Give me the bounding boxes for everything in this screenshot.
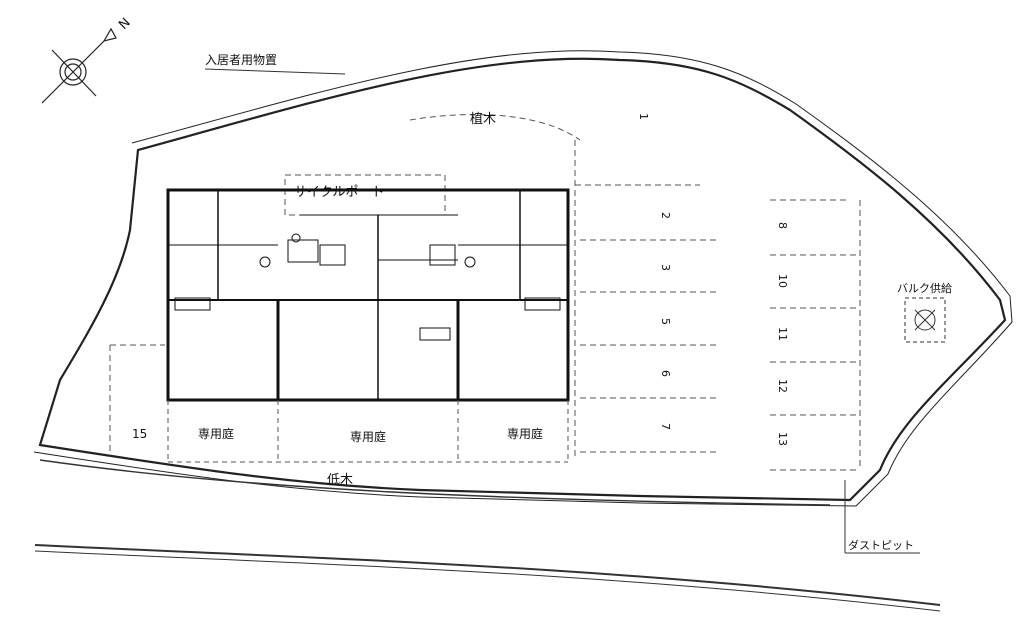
parking-space-3: 3 bbox=[659, 264, 672, 271]
garden-dividers bbox=[167, 400, 569, 463]
parking-space-1: 1 bbox=[637, 113, 650, 120]
private-garden-label-2: 専用庭 bbox=[350, 429, 386, 444]
private-garden-label-1: 専用庭 bbox=[198, 426, 234, 441]
parking-space-15: 15 bbox=[132, 427, 147, 441]
planting-label: 植木 bbox=[470, 112, 496, 127]
resident-storage-leader bbox=[204, 68, 346, 75]
bulk-supply-label: バルク供給 bbox=[897, 281, 952, 295]
parking-space-2: 2 bbox=[659, 212, 672, 219]
low-trees-label: 低木 bbox=[327, 473, 353, 488]
internal-dashed-lines bbox=[109, 114, 861, 471]
parking-space-8: 8 bbox=[776, 222, 789, 229]
parking-space-7: 7 bbox=[659, 423, 672, 430]
dust-pit-label: ダストピット bbox=[848, 538, 914, 552]
building bbox=[166, 188, 570, 402]
road-lines bbox=[34, 459, 941, 612]
site-boundary bbox=[33, 50, 1013, 507]
bulk-supply-box bbox=[904, 297, 946, 343]
north-label: N bbox=[116, 15, 133, 32]
resident-storage-label: 入居者用物置 bbox=[205, 53, 277, 67]
north-arrow-icon bbox=[41, 27, 117, 104]
private-garden-label-3: 専用庭 bbox=[507, 426, 543, 441]
parking-space-12: 12 bbox=[776, 379, 789, 393]
cycle-port-label: サイクルポート bbox=[294, 185, 384, 200]
parking-space-10: 10 bbox=[776, 274, 789, 288]
parking-space-11: 11 bbox=[776, 327, 789, 341]
parking-space-13: 13 bbox=[776, 432, 789, 446]
parking-space-5: 5 bbox=[659, 318, 672, 325]
parking-space-6: 6 bbox=[659, 370, 672, 377]
